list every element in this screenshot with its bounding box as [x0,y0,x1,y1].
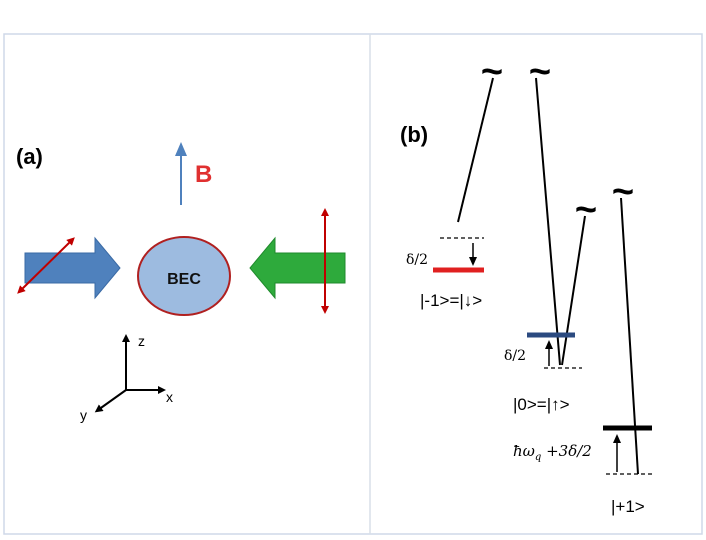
bec-cloud [137,236,231,316]
right-laser-beam [249,236,346,300]
level-plus-detuning: ħωq +3δ/2 [513,442,592,463]
tilde-4: ~ [612,171,634,213]
level-plus-label: |+1> [611,497,645,516]
level-zero-label: |0>=|↑> [513,395,570,414]
level-zero-detuning: δ/2 [504,348,526,364]
panel-b: (b) ~ ~ ~ ~ δ/2 |-1>=|↓> δ/2 |0>=|↑> ħωq… [400,51,652,516]
y-axis-label: y [80,407,87,423]
left-polarization-arrow [17,237,75,294]
panel-b-label: (b) [400,122,428,147]
level-minus-detuning: δ/2 [406,252,428,268]
field-arrow-head [175,142,187,156]
z-axis-label: z [138,333,145,349]
tilde-1: ~ [481,51,503,93]
transition-line-4 [620,197,639,475]
transition-line-2 [535,77,561,366]
level-minus-shift-head [469,257,477,266]
level-zero-shift-head [545,340,553,349]
level-minus-label: |-1>=|↓> [420,291,482,310]
tilde-3: ~ [575,189,597,231]
field-label: B [195,161,212,188]
level-plus-shift-head [613,434,621,443]
transition-line-1 [457,77,494,223]
panel-a-label: (a) [16,144,43,169]
panel-a: (a) B BEC z x y [16,142,346,423]
figure-frame [3,33,703,535]
tilde-2: ~ [529,51,551,93]
y-axis [94,389,127,413]
left-laser-beam [24,236,121,300]
bec-label: BEC [167,271,201,288]
transition-line-3 [561,215,586,366]
x-axis-label: x [166,389,173,405]
